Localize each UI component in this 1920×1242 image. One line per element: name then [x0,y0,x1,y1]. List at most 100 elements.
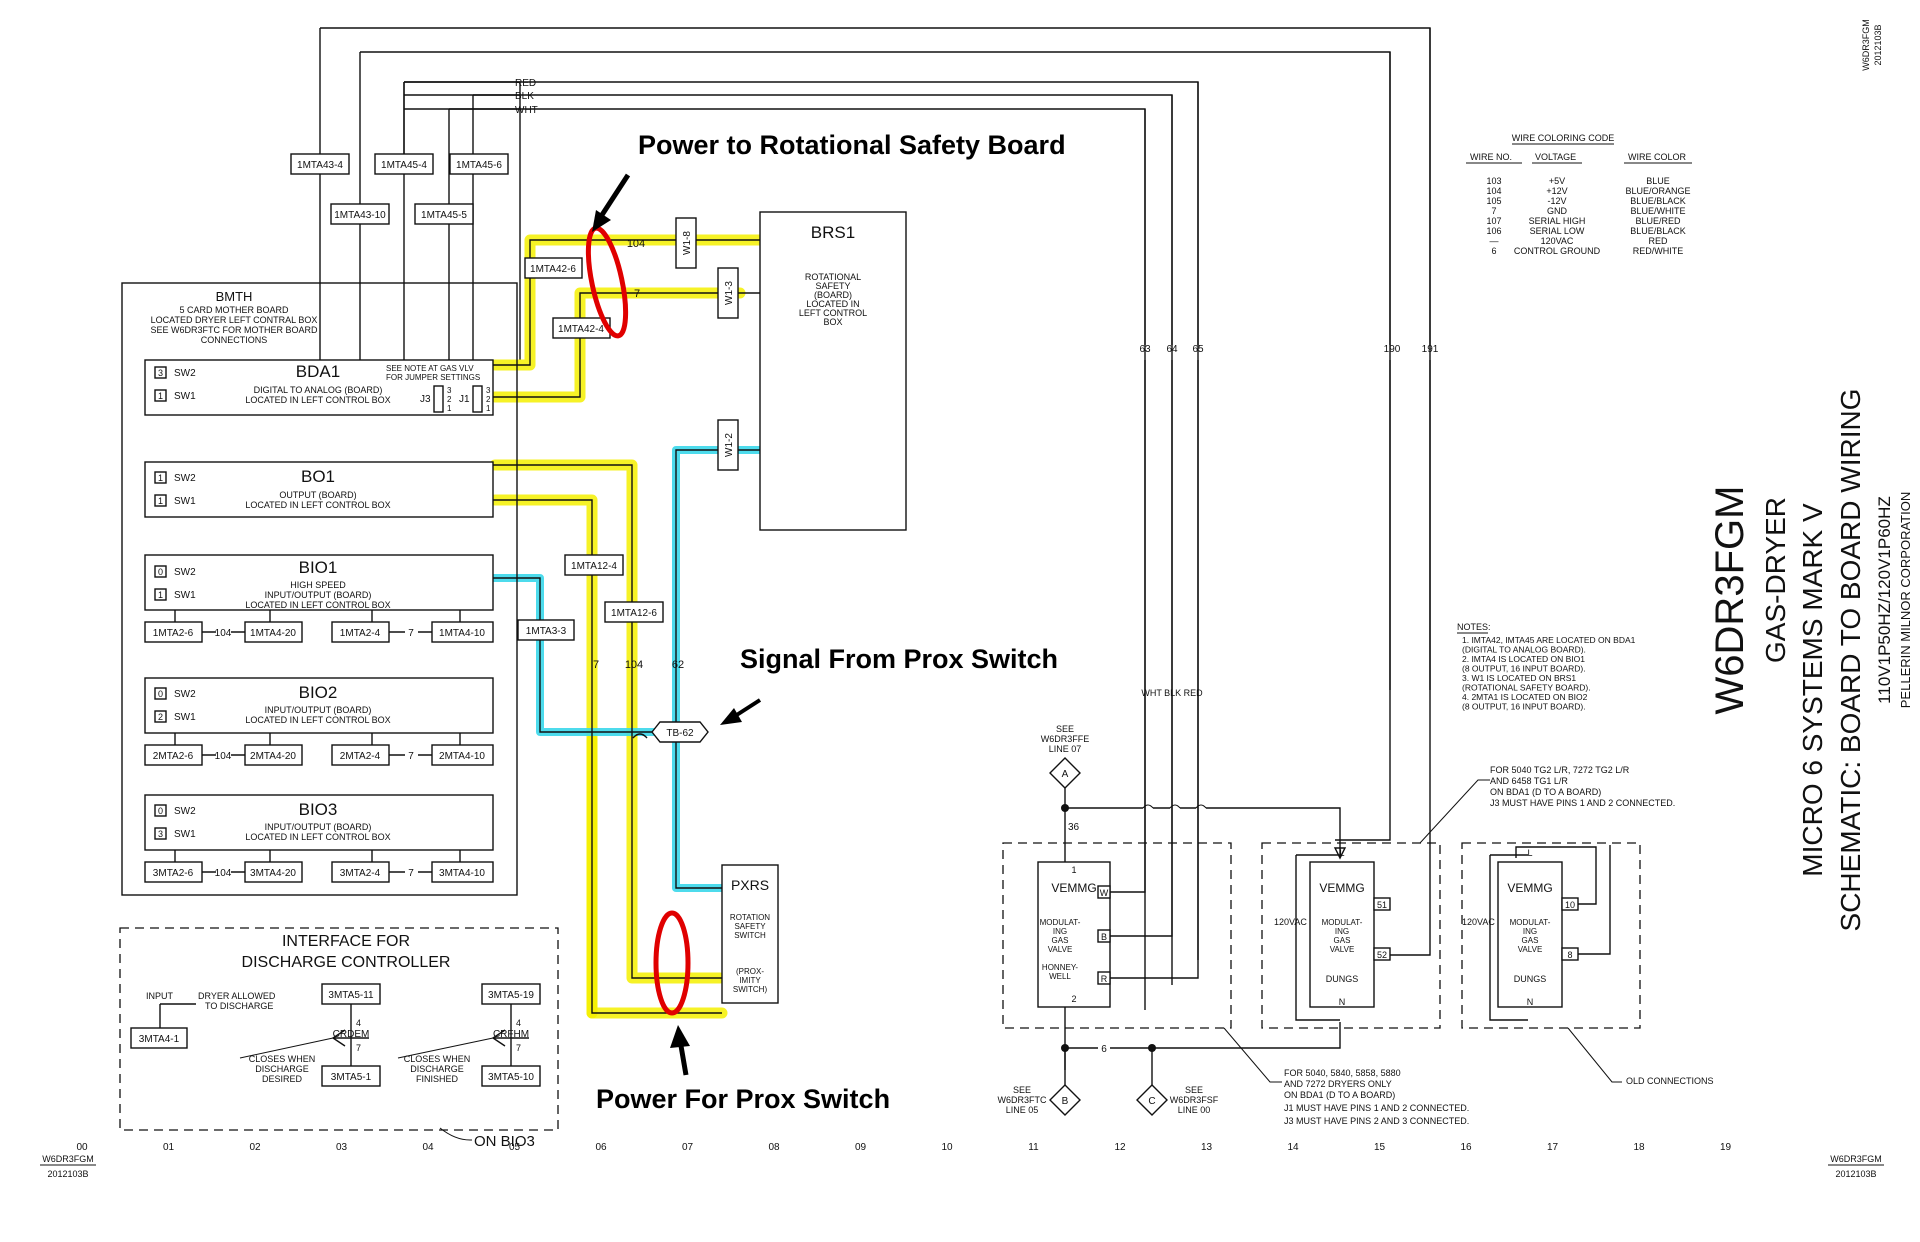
v3-title: VEMMG [1507,881,1552,895]
brs1-desc-5: LEFT CONTROL [799,308,867,318]
brs1-title: BRS1 [811,223,855,242]
wire-label-190: 190 [1384,344,1401,355]
bio2-wire-7: 7 [408,751,414,762]
footer-right-rev: 2012103B [1835,1169,1876,1179]
bio2-sw1-label: SW1 [174,712,196,723]
v1-pin-1: 1 [1071,865,1076,875]
bio1-desc-1: INPUT/OUTPUT (BOARD) [265,590,372,600]
footer-right-drawing: W6DR3FGM [1830,1154,1882,1164]
notes-title: NOTES: [1457,622,1491,632]
bda1-sw1-value: 1 [158,391,163,401]
v3-desc-4: VALVE [1518,945,1543,954]
footer-left-drawing: W6DR3FGM [42,1154,94,1164]
pxrs-desc2-2: IMITY [739,976,761,985]
bio3-desc-2: LOCATED IN LEFT CONTROL BOX [245,832,390,842]
bio2-sw2-value: 0 [158,689,163,699]
wire-label-62: 62 [672,659,684,671]
notes-lines: 1. IMTA42, IMTA45 ARE LOCATED ON BDA1 (D… [1462,635,1636,712]
column-number: 15 [1374,1142,1386,1153]
bio1-wire-7: 7 [408,628,414,639]
wire-color-code-table: WIRE COLORING CODE WIRE NO. VOLTAGE WIRE… [1466,133,1692,256]
wire-code-voltage: +5V [1549,176,1565,186]
bio3-conn-2: 3MTA4-20 [250,868,296,879]
connector-1mta42-6: 1MTA42-6 [530,264,576,275]
v3-desc-1: MODULAT- [1510,918,1551,927]
column-number: 16 [1460,1142,1472,1153]
column-number: 05 [509,1142,521,1153]
interface-title-1: INTERFACE FOR [282,933,410,950]
gas-note-bottom-3: ON BDA1 (D TO A BOARD) [1284,1090,1395,1100]
closes-a-2: DISCHARGE [255,1064,309,1074]
bda1-sw2-value: 3 [158,368,163,378]
v2-120vac: 120VAC [1274,917,1307,927]
column-number: 17 [1547,1142,1559,1153]
bio2-conn-2: 2MTA4-20 [250,751,296,762]
bio2-sw1-value: 2 [158,712,163,722]
bio1-sw1-value: 1 [158,590,163,600]
connector-1mta45-6: 1MTA45-6 [456,160,502,171]
see-b-2: W6DR3FTC [998,1095,1047,1105]
title-line-1: GAS-DRYER [1760,497,1791,663]
bus-connectors: 1MTA43-4 1MTA43-10 1MTA45-4 1MTA45-5 1MT… [290,153,509,225]
wire-label-63: 63 [1139,344,1151,355]
wire-label-7-top: 7 [634,288,640,300]
wire-code-header-wire: WIRE NO. [1470,152,1512,162]
bio1-desc-2: LOCATED IN LEFT CONTROL BOX [245,600,390,610]
bio1-sw1-label: SW1 [174,590,196,601]
connector-1mta12-4: 1MTA12-4 [571,561,617,572]
wire-label-wht: WHT [515,105,538,116]
connector-1mta45-4: 1MTA45-4 [381,160,427,171]
column-number: 09 [855,1142,867,1153]
notes-line: (ROTATIONAL SAFETY BOARD). [1462,683,1591,693]
interface-wire-4a: 4 [356,1018,361,1028]
wire-code-voltage: -12V [1547,196,1566,206]
column-number: 01 [163,1142,175,1153]
v2-terminal-l: L [1339,848,1344,858]
notes-line: (8 OUTPUT, 16 INPUT BOARD). [1462,702,1586,712]
footer-id: W6DR3FGM 2012103B W6DR3FGM 2012103B [40,1154,1884,1179]
v3-terminal-10: 10 [1565,900,1575,910]
bmth-title: BMTH [216,289,253,304]
offpage-b: B [1062,1096,1069,1107]
bda1-note-1: SEE NOTE AT GAS VLV [386,364,474,373]
notes-line: 4. 2MTA1 IS LOCATED ON BIO2 [1462,692,1588,702]
connector-1mta43-4: 1MTA43-4 [297,160,343,171]
bio1-conn-3: 1MTA2-4 [340,628,381,639]
v1-terminal-r: R [1101,974,1108,984]
wire-label-191: 191 [1422,344,1439,355]
bio1-sw2-label: SW2 [174,567,196,578]
bio3-wire-104: 104 [215,868,232,879]
notes-block: NOTES: 1. IMTA42, IMTA45 ARE LOCATED ON … [1457,622,1636,712]
wire-code-header-color: WIRE COLOR [1628,152,1687,162]
interface-title-2: DISCHARGE CONTROLLER [242,954,451,971]
connector-1mta45-5: 1MTA45-5 [421,210,467,221]
bio2-sw2-label: SW2 [174,689,196,700]
title-block: W6DR3FGM GAS-DRYER MICRO 6 SYSTEMS MARK … [1708,19,1913,931]
connector-w1-8: W1-8 [682,231,693,255]
wire-code-voltage: +12V [1546,186,1567,196]
interface-wire-7a: 7 [356,1043,361,1053]
v2-terminal-52: 52 [1377,950,1387,960]
discharge-interface: INTERFACE FOR DISCHARGE CONTROLLER INPUT… [119,927,559,1150]
wire-code-voltage: GND [1547,206,1568,216]
bo1-desc-2: LOCATED IN LEFT CONTROL BOX [245,500,390,510]
connector-w1-2: W1-2 [724,433,735,457]
bmth-desc-3: SEE W6DR3FTC FOR MOTHER BOARD [150,325,318,335]
bmth-desc-4: CONNECTIONS [201,335,268,345]
bmth-motherboard: BMTH 5 CARD MOTHER BOARD LOCATED DRYER L… [121,282,518,896]
bio1-sw2-value: 0 [158,567,163,577]
bio1-board: 0 SW2 1 SW1 BIO1 HIGH SPEED INPUT/OUTPUT… [144,554,494,622]
title-line-4: 110V1P50HZ/120V1P60HZ [1875,496,1894,704]
bmth-desc-2: LOCATED DRYER LEFT CONTRAL BOX [151,315,318,325]
wire-label-6: 6 [1101,1044,1107,1055]
bio2-desc-1: INPUT/OUTPUT (BOARD) [265,705,372,715]
gas-note-bottom-5: J3 MUST HAVE PINS 2 AND 3 CONNECTED. [1284,1116,1469,1126]
v1-pin-2: 2 [1071,994,1076,1004]
bda1-j1-pin-1: 1 [486,404,491,413]
connector-1mta12-6: 1MTA12-6 [611,608,657,619]
bda1-j3-pin-1: 1 [447,404,452,413]
markup-annotations: Power to Rotational Safety Board Signal … [585,130,1066,1114]
see-c-2: W6DR3FSF [1170,1095,1219,1105]
